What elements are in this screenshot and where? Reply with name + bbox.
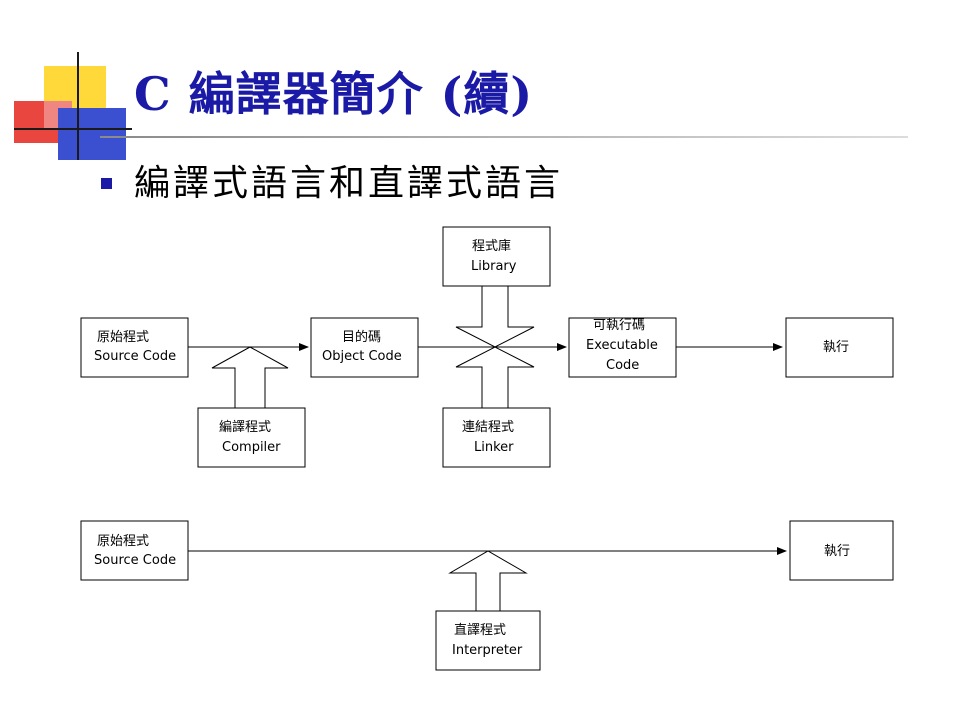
source-code-label-en: Source Code [94, 349, 176, 364]
box-run-compiled [785, 317, 894, 378]
executable-label-zh: 可執行碼 [593, 317, 645, 333]
object-code-label-en: Object Code [322, 349, 402, 364]
bullet-marker [101, 178, 112, 189]
compiler-label-zh: 編譯程式 [219, 419, 271, 435]
run-label-compiled: 執行 [823, 339, 849, 355]
interpreter-up-arrow [448, 550, 528, 611]
source-code-interpreted-label-en: Source Code [94, 553, 176, 568]
box-executable-code [568, 317, 677, 378]
object-code-label-zh: 目的碼 [342, 329, 381, 345]
library-label-zh: 程式庫 [472, 239, 511, 254]
box-object-code [310, 317, 419, 378]
title-divider [100, 136, 908, 138]
source-code-label-zh: 原始程式 [97, 330, 149, 345]
library-down-arrow [455, 286, 535, 348]
box-source-code-interpreted [80, 520, 189, 581]
box-interpreter [435, 610, 541, 671]
linker-label-en: Linker [474, 440, 514, 455]
compiler-label-en: Compiler [222, 440, 281, 455]
slide-title: C 編譯器簡介 (續) [134, 67, 534, 121]
bullet-text: 編譯式語言和直譯式語言 [134, 163, 564, 204]
interpreter-label-en: Interpreter [452, 643, 523, 658]
box-source-code [80, 317, 189, 378]
executable-label-en: Executable [586, 338, 658, 353]
executable-label-en-2: Code [606, 358, 639, 373]
box-library [442, 226, 551, 287]
linker-label-zh: 連結程式 [462, 420, 514, 435]
deco-blue-square [58, 108, 126, 160]
deco-horizontal-line [14, 128, 132, 130]
box-linker [442, 407, 551, 468]
deco-vertical-line [77, 52, 79, 160]
library-label-en: Library [471, 259, 517, 274]
run-label-interpreted: 執行 [824, 543, 850, 559]
box-run-interpreted [789, 520, 894, 581]
linker-up-arrow [455, 346, 535, 408]
interpreter-label-zh: 直譯程式 [454, 622, 506, 638]
source-code-interpreted-label-zh: 原始程式 [97, 534, 149, 549]
box-compiler [197, 407, 306, 468]
compiler-up-arrow [211, 346, 289, 408]
